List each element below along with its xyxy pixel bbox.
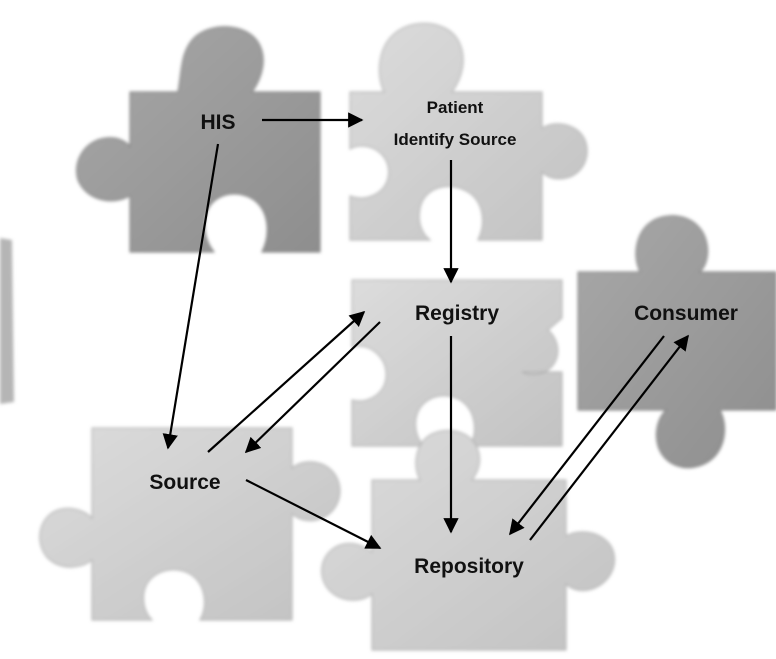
arrow-repository-to-consumer <box>529 334 689 541</box>
node-label-repository: Repository <box>414 555 524 578</box>
node-label-source: Source <box>149 471 220 494</box>
node-label-consumer: Consumer <box>634 302 738 325</box>
arrow-source-to-registry <box>207 310 366 453</box>
arrow-source-to-repository <box>245 479 382 549</box>
puzzle-piece-patient-identify-source <box>349 22 588 241</box>
puzzle-piece-repository <box>321 430 615 651</box>
arrow-registry-to-source <box>244 321 381 454</box>
node-label-patient: Patient <box>427 98 484 117</box>
node-label-identify-source: Identify Source <box>394 130 517 149</box>
puzzle-piece-consumer <box>577 215 776 469</box>
puzzle-piece-edge <box>0 238 14 404</box>
arrow-his-to-source <box>162 143 220 450</box>
arrow-consumer-to-repository <box>509 335 665 536</box>
node-label-registry: Registry <box>415 302 499 325</box>
puzzle-piece-his <box>76 26 321 253</box>
edges <box>162 112 689 549</box>
node-label-his: HIS <box>200 111 235 134</box>
puzzle-piece-registry <box>351 279 563 447</box>
puzzle-piece-source <box>39 427 341 621</box>
